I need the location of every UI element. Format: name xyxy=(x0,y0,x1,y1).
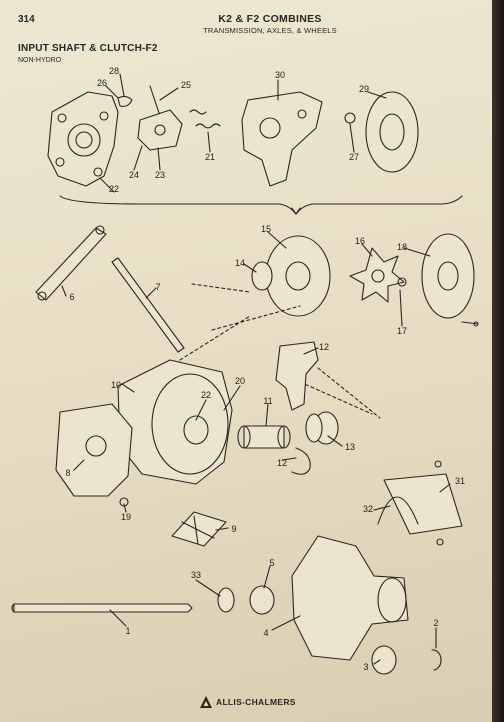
callout-label: 2 xyxy=(433,618,438,628)
callout-label: 1 xyxy=(125,626,130,636)
brand-name: ALLIS-CHALMERS xyxy=(216,697,296,707)
callout-label: 12 xyxy=(319,342,329,352)
manual-page: 314 K2 & F2 COMBINES TRANSMISSION, AXLES… xyxy=(0,0,492,722)
callout-label: 23 xyxy=(155,170,165,180)
callout-label: 11 xyxy=(263,396,272,406)
callout-label: 30 xyxy=(275,70,285,80)
page-edge-shadow xyxy=(492,0,504,722)
callout-label: 5 xyxy=(269,558,274,568)
callout-label: 19 xyxy=(121,512,131,522)
callout-label: 24 xyxy=(129,170,139,180)
callout-label: 10 xyxy=(111,380,121,390)
section-subtitle: NON-HYDRO xyxy=(18,57,62,64)
callout-label: 6 xyxy=(69,292,74,302)
callout-label: 28 xyxy=(109,66,119,76)
callout-label: 21 xyxy=(205,152,215,162)
callout-label: 15 xyxy=(261,224,271,234)
allis-chalmers-logo-icon xyxy=(200,696,212,708)
callout-label: 25 xyxy=(181,80,191,90)
callout-label: 20 xyxy=(235,376,245,386)
callout-label: 8 xyxy=(65,468,70,478)
header-subtitle: TRANSMISSION, AXLES, & WHEELS xyxy=(203,26,337,35)
callout-label: 33 xyxy=(191,570,201,580)
callout-label: 22 xyxy=(109,184,119,194)
callout-label: 13 xyxy=(345,442,355,452)
callout-label: 22 xyxy=(201,390,211,400)
callout-label: 26 xyxy=(97,78,107,88)
callout-label: 31 xyxy=(455,476,465,486)
clutch-housing-plate-part xyxy=(47,91,119,187)
callout-label: 27 xyxy=(349,152,359,162)
callout-label: 7 xyxy=(155,282,160,292)
callout-label: 3 xyxy=(363,662,368,672)
callout-label: 18 xyxy=(397,242,407,252)
brand-logo: ALLIS-CHALMERS xyxy=(200,696,296,708)
callout-label: 32 xyxy=(363,504,373,514)
callout-label: 14 xyxy=(235,258,245,268)
callout-label: 16 xyxy=(355,236,365,246)
exploded-parts-diagram: 28 26 25 30 29 21 27 24 23 22 15 16 18 1… xyxy=(11,66,479,675)
section-title: INPUT SHAFT & CLUTCH-F2 xyxy=(18,43,158,54)
page-number: 314 xyxy=(18,14,35,25)
callout-label: 4 xyxy=(263,628,268,638)
callout-label: 9 xyxy=(231,524,236,534)
callout-label: 29 xyxy=(359,84,369,94)
callout-label: 12 xyxy=(277,458,287,468)
header-title: K2 & F2 COMBINES xyxy=(218,13,322,25)
callout-label: 17 xyxy=(397,326,407,336)
